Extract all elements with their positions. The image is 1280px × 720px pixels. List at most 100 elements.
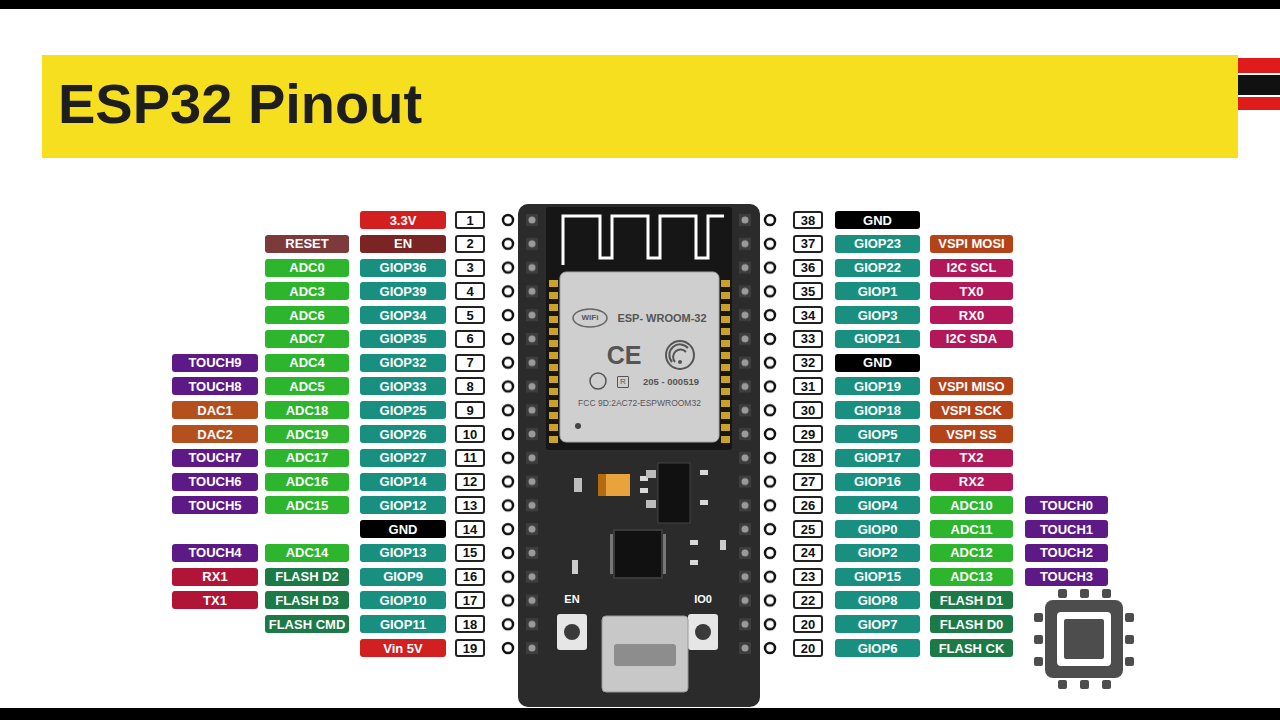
gpio-name: GIOP19: [854, 380, 901, 393]
top-bar: [0, 0, 1280, 9]
pin-number: 15: [463, 546, 477, 559]
pin-number: 12: [463, 475, 477, 488]
pin-number: 20: [801, 642, 815, 655]
pin-function: VSPI MOSI: [938, 237, 1004, 250]
pin-number: 38: [801, 214, 815, 227]
chip-icon: [1102, 680, 1111, 689]
pin-function-box: 3.3V: [360, 211, 446, 229]
pin-function: FLASH D3: [275, 594, 339, 607]
pin-number: 16: [463, 570, 477, 583]
gpio-name: GIOP21: [854, 332, 901, 345]
pin-function: I2C SDA: [946, 332, 997, 345]
pin-function-box: FLASH D2: [265, 568, 349, 586]
ce-mark-box: CE: [603, 341, 645, 369]
pin-number-box: 19: [455, 639, 485, 657]
pin-function: TOUCH7: [188, 451, 241, 464]
pin-number: 11: [463, 451, 477, 464]
pin-number: 10: [463, 428, 477, 441]
pin-number-box: 5: [455, 306, 485, 324]
gpio-name-box: GIOP22: [835, 259, 920, 277]
pin-number: 30: [801, 404, 815, 417]
pin-function-box: FLASH CK: [930, 639, 1013, 657]
pin-number: 17: [463, 594, 477, 607]
pin-pads: [739, 208, 751, 660]
pin-function-box: I2C SDA: [930, 330, 1013, 348]
en-button: [564, 624, 580, 640]
micro-usb: [614, 644, 676, 666]
gpio-name-box: GIOP0: [835, 520, 920, 538]
pin-number-box: 27: [793, 473, 823, 491]
wifi-logo: [573, 309, 607, 327]
button-label: IO0: [694, 594, 712, 605]
boot-button: [695, 624, 711, 640]
gpio-name: GIOP14: [380, 475, 427, 488]
antenna-trace: [563, 216, 724, 265]
pin-function-box: ADC19: [265, 425, 349, 443]
gpio-name-box: GIOP16: [835, 473, 920, 491]
wifi-symbol: [666, 341, 694, 369]
gpio-name: GIOP16: [854, 475, 901, 488]
pin-function-box: GND: [360, 520, 446, 538]
pin-number-box: 37: [793, 235, 823, 253]
gpio-name-box: GIOP3: [835, 306, 920, 324]
pin-number-box: 9: [455, 401, 485, 419]
regulator-lead: [646, 500, 656, 508]
pin-function: RESET: [285, 237, 328, 250]
wifi-symbol: [669, 344, 688, 362]
smd-part: [690, 540, 698, 545]
pin-function-box: VSPI MISO: [930, 377, 1013, 395]
pin-function: ADC10: [950, 499, 993, 512]
pin-number: 32: [801, 356, 815, 369]
pin-function-box: I2C SCL: [930, 259, 1013, 277]
pin-function: 3.3V: [390, 214, 417, 227]
chip-icon: [1034, 657, 1043, 666]
chip-icon: [1034, 635, 1043, 644]
gpio-name: GIOP36: [380, 261, 427, 274]
pin-function: TX0: [960, 285, 984, 298]
smd-part: [640, 488, 648, 493]
pin-function: ADC14: [286, 546, 329, 559]
pin-function: DAC2: [197, 428, 232, 441]
pin-function-box: Vin 5V: [360, 639, 446, 657]
pin-function-box: ADC10: [930, 496, 1013, 514]
pin-function-box: GND: [835, 354, 920, 372]
pin-function: ADC7: [289, 332, 324, 345]
pin-function: GND: [863, 356, 892, 369]
button-label-box: IO0: [685, 592, 721, 607]
chip-icon: [1058, 589, 1067, 598]
cert-mark-box: R: [617, 376, 629, 388]
pin-function: ADC15: [286, 499, 329, 512]
gpio-name: GIOP26: [380, 428, 427, 441]
pin-number-box: 11: [455, 449, 485, 467]
pin-function-box: ADC7: [265, 330, 349, 348]
pin-function: VSPI SCK: [941, 404, 1002, 417]
gpio-name: GIOP1: [858, 285, 898, 298]
pin-function: VSPI SS: [946, 428, 997, 441]
wroom-module: [546, 207, 732, 450]
pin-number-box: 10: [455, 425, 485, 443]
pin-function-box: RESET: [265, 235, 349, 253]
gpio-name: GIOP3: [858, 309, 898, 322]
pin-number: 22: [801, 594, 815, 607]
pin-function: ADC0: [289, 261, 324, 274]
pin-function-box: TOUCH3: [1025, 568, 1108, 586]
gpio-name-box: GIOP35: [360, 330, 446, 348]
gpio-name-box: GIOP5: [835, 425, 920, 443]
pin-circles: [500, 208, 516, 660]
chip-icon: [1034, 589, 1134, 689]
pin-number-box: 20: [793, 615, 823, 633]
pin-function: GND: [389, 523, 418, 536]
pin-number-box: 34: [793, 306, 823, 324]
pin-function-box: FLASH CMD: [265, 615, 349, 633]
pin-number-box: 31: [793, 377, 823, 395]
module-name: ESP- WROOM-32: [617, 313, 706, 324]
chip-icon: [1125, 613, 1134, 622]
pin-function-box: RX0: [930, 306, 1013, 324]
pin-function: TOUCH1: [1040, 523, 1093, 536]
smd-part: [690, 560, 698, 565]
pin-function-box: EN: [360, 235, 446, 253]
fcc-id: FCC 9D:2AC72-ESPWROOM32: [578, 399, 701, 408]
pin-function: RX2: [959, 475, 984, 488]
module-name-box: ESP- WROOM-32: [609, 310, 715, 326]
gpio-name-box: GIOP14: [360, 473, 446, 491]
